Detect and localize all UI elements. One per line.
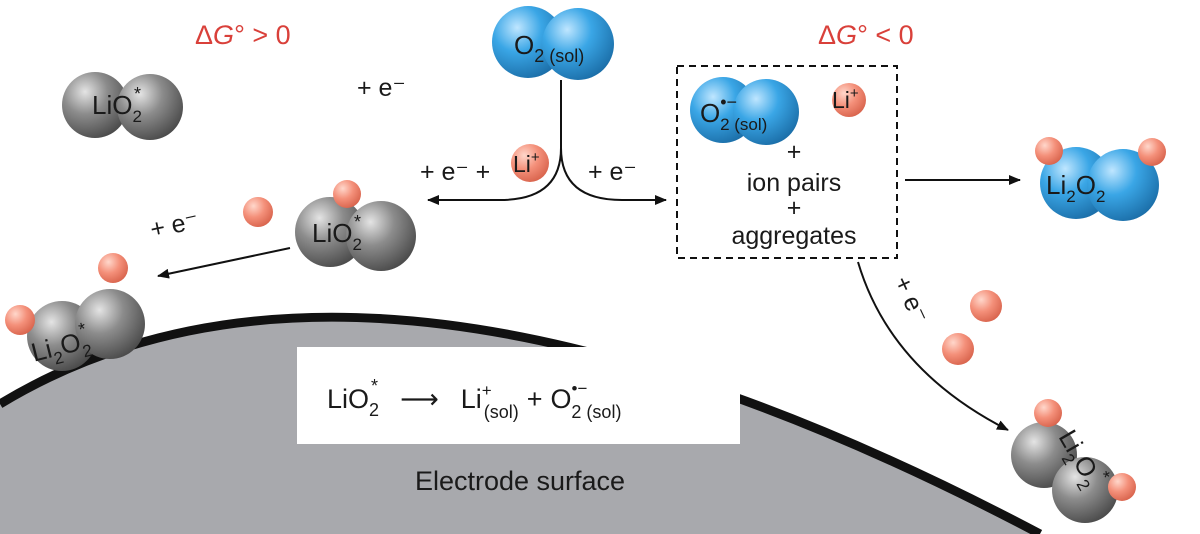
lio2-star-molecule-surface: LiO2* xyxy=(295,180,416,271)
plus-electron-lower-left-label: + e⁻ xyxy=(148,206,201,244)
box-plus-1: + xyxy=(787,138,802,166)
svg-text:Li+: Li+ xyxy=(832,85,859,113)
svg-text:O2 (sol): O2 (sol) xyxy=(514,30,584,66)
svg-text:LiO2*: LiO2* xyxy=(312,212,362,254)
svg-text:Li2O2: Li2O2 xyxy=(1046,170,1105,206)
li2o2-star-molecule-left: Li2O2* xyxy=(5,253,145,371)
branch-arrows xyxy=(427,80,667,205)
arrow-to-li2o2-star-right xyxy=(857,261,1009,431)
li-ion-free-right-2 xyxy=(942,333,974,365)
svg-text:Li+: Li+ xyxy=(513,149,540,177)
box-aggregates-label: aggregates xyxy=(731,222,856,250)
dissociation-equation: LiO2*⟶Li+(sol)+O•−2 (sol) xyxy=(327,376,621,422)
plus-electron-top-label: + e⁻ xyxy=(357,74,406,102)
svg-text:O•−2 (sol): O•−2 (sol) xyxy=(700,92,767,134)
arrow-to-li2o2-star-left xyxy=(157,247,291,279)
electrode-surface-label: Electrode surface xyxy=(415,466,625,496)
plus-electron-right-label: + e⁻ xyxy=(588,158,637,186)
box-plus-2: + xyxy=(787,194,802,222)
plus-electron-lower-right-label: + e⁻ xyxy=(888,272,934,328)
svg-text:LiO2*: LiO2* xyxy=(92,84,142,126)
box-ion-pairs-label: ion pairs xyxy=(747,169,842,197)
equation-box xyxy=(297,347,740,444)
li2o2-star-molecule-right: Li2O2* xyxy=(1011,399,1136,523)
superoxide-molecule: O•−2 (sol) xyxy=(690,77,799,145)
plus-electron-plus-label: + e⁻ + xyxy=(420,158,490,186)
o2-sol-molecule: O2 (sol) xyxy=(492,6,614,80)
delta-g-positive-label: ΔG° > 0 xyxy=(195,20,291,50)
li2o2-molecule: Li2O2 xyxy=(1035,137,1166,221)
li-ion-free-right-1 xyxy=(970,290,1002,322)
li-ion-center: Li+ xyxy=(511,144,549,182)
lio2-star-molecule-top: LiO2* xyxy=(62,72,183,140)
solution-species-box xyxy=(676,65,898,259)
li-ion-in-box: Li+ xyxy=(832,83,866,117)
delta-g-negative-label: ΔG° < 0 xyxy=(818,20,914,50)
li-ion-free-left xyxy=(243,197,273,227)
